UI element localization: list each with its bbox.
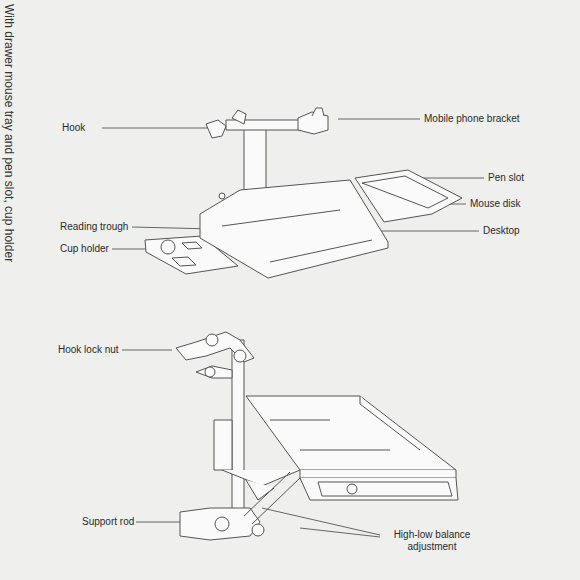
part-label: Pen slot bbox=[488, 172, 524, 184]
part-label: Cup holder bbox=[60, 243, 109, 255]
part-label: Mouse disk bbox=[470, 198, 521, 210]
part-label: Reading trough bbox=[60, 221, 128, 233]
part-label: Support rod bbox=[82, 516, 134, 528]
part-label: Hook bbox=[62, 122, 85, 134]
part-label: Mobile phone bracket bbox=[424, 113, 520, 125]
part-label: Hook lock nut bbox=[58, 344, 119, 356]
part-label: Desktop bbox=[483, 225, 520, 237]
side-caption: With drawer mouse tray and pen slot, cup… bbox=[2, 4, 16, 262]
part-label: High-low balance adjustment bbox=[382, 529, 482, 553]
